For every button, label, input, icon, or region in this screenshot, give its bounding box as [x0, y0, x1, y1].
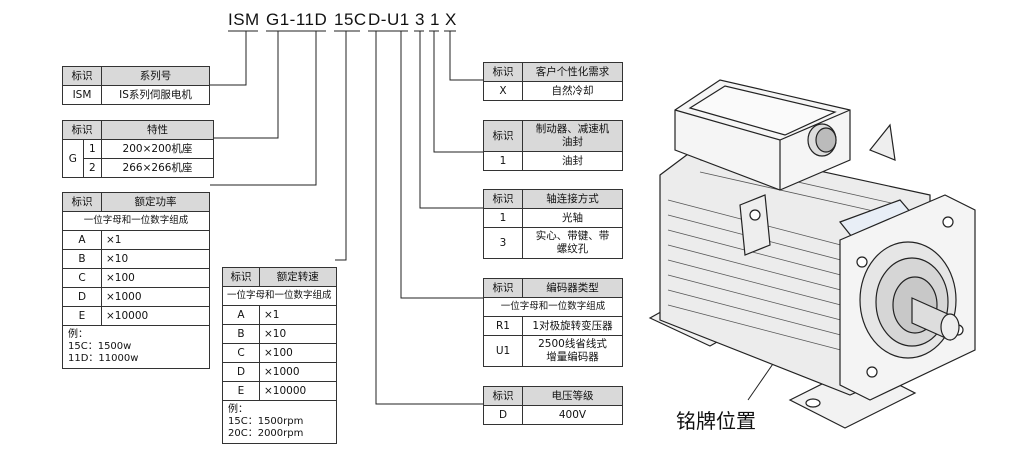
- spec-header-id: 标识: [62, 120, 102, 140]
- brake-header-name: 制动器、减速机 油封: [522, 120, 623, 152]
- speed-note: 例： 15C：1500rpm 20C：2000rpm: [222, 400, 337, 444]
- power-header-name: 额定功率: [101, 192, 210, 212]
- speed-row-id: B: [222, 324, 260, 344]
- power-row-mult: ×10: [101, 249, 210, 269]
- shaft-row-id: 1: [483, 208, 523, 228]
- shaft-header-id: 标识: [483, 189, 523, 209]
- brake-row-id: 1: [483, 151, 523, 171]
- voltage-row-id: D: [483, 405, 523, 425]
- voltage-header-id: 标识: [483, 386, 523, 406]
- speed-row-mult: ×1: [259, 305, 337, 325]
- series-row-id: ISM: [62, 85, 102, 105]
- power-row-mult: ×10000: [101, 306, 210, 326]
- series-header-name: 系列号: [101, 66, 210, 86]
- power-note: 例： 15C：1500w 11D：11000w: [62, 325, 210, 369]
- encoder-row-id: R1: [483, 316, 523, 336]
- code-part-spec: G1-11D: [266, 10, 328, 29]
- spec-header-name: 特性: [101, 120, 214, 140]
- shaft-row-id: 3: [483, 227, 523, 259]
- brake-row-desc: 油封: [522, 151, 623, 171]
- encoder-subheader: 一位字母和一位数字组成: [483, 297, 623, 317]
- speed-row-id: C: [222, 343, 260, 363]
- spec-table: 标识 特性 G 1 200×200机座 2 266×266机座: [62, 120, 214, 178]
- series-row-desc: IS系列伺服电机: [101, 85, 210, 105]
- power-table: 标识 额定功率 一位字母和一位数字组成 A×1 B×10 C×100 D×100…: [62, 192, 210, 369]
- encoder-header-name: 编码器类型: [522, 278, 623, 298]
- model-code: ISM G1-11D 15C D-U1 3 1 X: [228, 10, 456, 170]
- speed-subheader: 一位字母和一位数字组成: [222, 286, 337, 306]
- speed-row-mult: ×100: [259, 343, 337, 363]
- spec-row-desc: 200×200机座: [101, 139, 214, 159]
- speed-header-id: 标识: [222, 267, 260, 287]
- shaft-row-desc: 实心、带键、带 螺纹孔: [522, 227, 623, 259]
- speed-row-mult: ×10: [259, 324, 337, 344]
- speed-row-mult: ×10000: [259, 381, 337, 401]
- spec-row-desc: 266×266机座: [101, 158, 214, 178]
- speed-row-mult: ×1000: [259, 362, 337, 382]
- motor-illustration: [648, 79, 976, 429]
- power-row-id: B: [62, 249, 102, 269]
- custom-row-id: X: [483, 81, 523, 101]
- power-row-id: C: [62, 268, 102, 288]
- speed-row-id: A: [222, 305, 260, 325]
- shaft-row-desc: 光轴: [522, 208, 623, 228]
- encoder-row-desc: 1对极旋转变压器: [522, 316, 623, 336]
- shaft-header-name: 轴连接方式: [522, 189, 623, 209]
- custom-header-name: 客户个性化需求: [522, 62, 623, 82]
- brake-header-id: 标识: [483, 120, 523, 152]
- speed-row-id: D: [222, 362, 260, 382]
- code-part-shaft: 3: [415, 10, 425, 29]
- power-header-id: 标识: [62, 192, 102, 212]
- code-part-custom: X: [445, 10, 457, 29]
- power-row-id: D: [62, 287, 102, 307]
- code-part-encoder: D-U1: [368, 10, 410, 29]
- custom-header-id: 标识: [483, 62, 523, 82]
- power-subheader: 一位字母和一位数字组成: [62, 211, 210, 231]
- power-row-id: A: [62, 230, 102, 250]
- code-part-power: 15C: [334, 10, 367, 29]
- voltage-row-desc: 400V: [522, 405, 623, 425]
- spec-row-id: 2: [82, 158, 103, 178]
- spec-group: G: [62, 139, 84, 178]
- custom-row-desc: 自然冷却: [522, 81, 623, 101]
- series-header-id: 标识: [62, 66, 102, 86]
- spec-row-id: 1: [82, 139, 103, 159]
- series-table: 标识 系列号 ISM IS系列伺服电机: [62, 66, 210, 105]
- nameplate-label: 铭牌位置: [676, 409, 756, 433]
- encoder-row-id: U1: [483, 335, 523, 367]
- encoder-header-id: 标识: [483, 278, 523, 298]
- encoder-row-desc: 2500线省线式 增量编码器: [522, 335, 623, 367]
- code-part-brake: 1: [430, 10, 440, 29]
- speed-header-name: 额定转速: [259, 267, 337, 287]
- power-row-id: E: [62, 306, 102, 326]
- power-row-mult: ×100: [101, 268, 210, 288]
- power-row-mult: ×1: [101, 230, 210, 250]
- speed-table: 标识 额定转速 一位字母和一位数字组成 A×1 B×10 C×100 D×100…: [222, 267, 337, 444]
- code-part-series: ISM: [228, 10, 260, 29]
- power-row-mult: ×1000: [101, 287, 210, 307]
- speed-row-id: E: [222, 381, 260, 401]
- voltage-header-name: 电压等级: [522, 386, 623, 406]
